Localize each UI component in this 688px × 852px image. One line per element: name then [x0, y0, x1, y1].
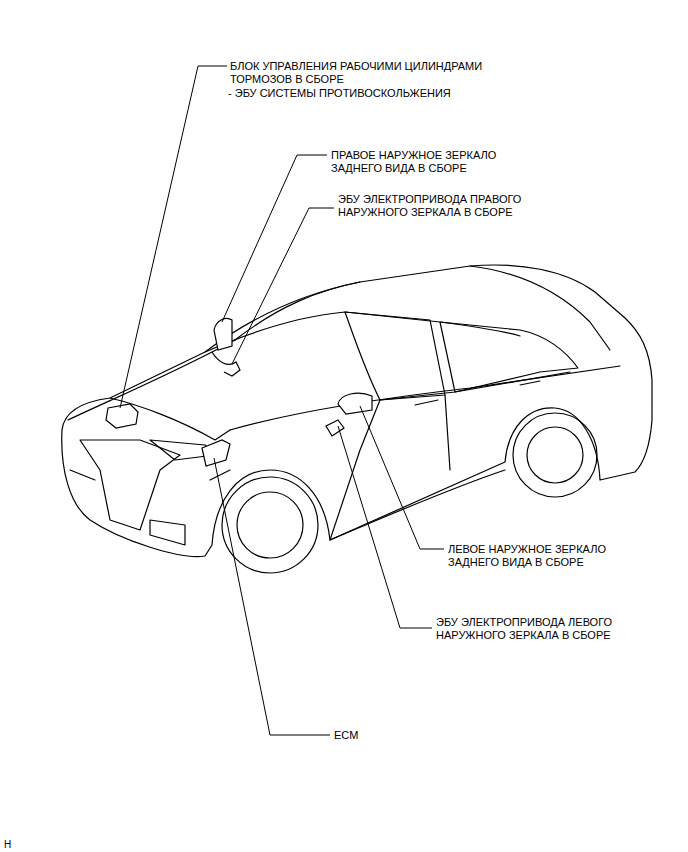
brake-actuator [106, 404, 138, 428]
figure-code: H [4, 838, 24, 851]
front-wheel [222, 477, 318, 573]
car-rear-window [440, 322, 578, 392]
part-label: ЛЕВОЕ НАРУЖНОЕ ЗЕРКАЛО ЗАДНЕГО ВИДА В СБ… [448, 543, 628, 569]
part-label: ПРАВОЕ НАРУЖНОЕ ЗЕРКАЛО ЗАДНЕГО ВИДА В С… [331, 149, 516, 175]
car-side-window [345, 312, 445, 400]
car-grille [80, 440, 180, 530]
car-roof [205, 312, 520, 352]
rear-rim [527, 427, 583, 483]
part-label: БЛОК УПРАВЛЕНИЯ РАБОЧИМИ ЦИЛИНДРАМИ ТОРМ… [230, 60, 505, 86]
car-bumper [70, 470, 230, 545]
car-body [62, 265, 652, 557]
leader-line [222, 155, 327, 322]
ecm-unit [202, 440, 230, 466]
part-label: ЭБУ ЭЛЕКТРОПРИВОДА ПРАВОГО НАРУЖНОГО ЗЕР… [338, 193, 543, 219]
leader-line [214, 458, 330, 735]
part-label: ЭБУ ЭЛЕКТРОПРИВОДА ЛЕВОГО НАРУЖНОГО ЗЕРК… [436, 616, 636, 642]
right-mirror [214, 318, 232, 350]
left-mirror-ecu [326, 420, 344, 436]
front-rim [237, 492, 303, 558]
door-handle [415, 381, 540, 405]
car-windshield [235, 282, 360, 340]
left-mirror [338, 393, 372, 414]
car-beltline [230, 366, 620, 430]
leader-line [120, 66, 227, 408]
leader-line [360, 406, 444, 549]
car-sill [330, 470, 505, 540]
car-rear-glass [470, 266, 610, 350]
leader-line [338, 426, 432, 628]
car-hood [68, 340, 235, 440]
part-label: ECM [334, 729, 394, 742]
part-label: - ЭБУ СИСТЕМЫ ПРОТИВОСКОЛЬЖЕНИЯ [228, 87, 458, 100]
car-door-line [330, 372, 570, 540]
leader-line [232, 208, 334, 364]
rear-wheel [513, 413, 597, 497]
